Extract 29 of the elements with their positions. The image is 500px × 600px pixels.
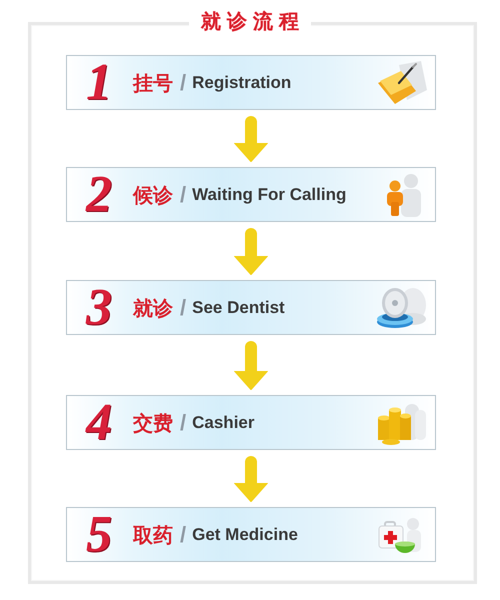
step-number: 4 bbox=[84, 396, 113, 448]
step-box bbox=[66, 280, 436, 335]
step-number: 2 bbox=[84, 168, 113, 220]
chinese-label: 就诊 bbox=[133, 294, 173, 320]
slash-separator: / bbox=[180, 410, 186, 436]
step-number: 1 bbox=[85, 56, 113, 108]
chinese-label: 取药 bbox=[133, 522, 173, 548]
step-box bbox=[66, 395, 436, 450]
english-label: Waiting For Calling bbox=[192, 184, 346, 206]
slash-separator: / bbox=[180, 522, 186, 548]
arrow bbox=[234, 456, 268, 502]
english-label: Get Medicine bbox=[192, 524, 298, 546]
chinese-label: 候诊 bbox=[133, 182, 173, 208]
english-label: Cashier bbox=[192, 412, 254, 434]
step-box bbox=[66, 507, 436, 562]
arrow bbox=[234, 228, 268, 275]
step-box bbox=[66, 167, 436, 222]
step-box bbox=[66, 55, 436, 110]
chinese-label: 挂号 bbox=[133, 70, 173, 96]
arrow bbox=[234, 341, 268, 390]
slash-separator: / bbox=[180, 182, 186, 208]
step-number: 5 bbox=[85, 508, 113, 560]
slash-separator: / bbox=[180, 294, 186, 320]
chinese-label: 交费 bbox=[133, 410, 173, 436]
arrow bbox=[234, 116, 268, 162]
english-label: Registration bbox=[192, 72, 292, 94]
step-number: 3 bbox=[84, 282, 113, 334]
english-label: See Dentist bbox=[192, 296, 285, 318]
slash-separator: / bbox=[180, 70, 186, 96]
